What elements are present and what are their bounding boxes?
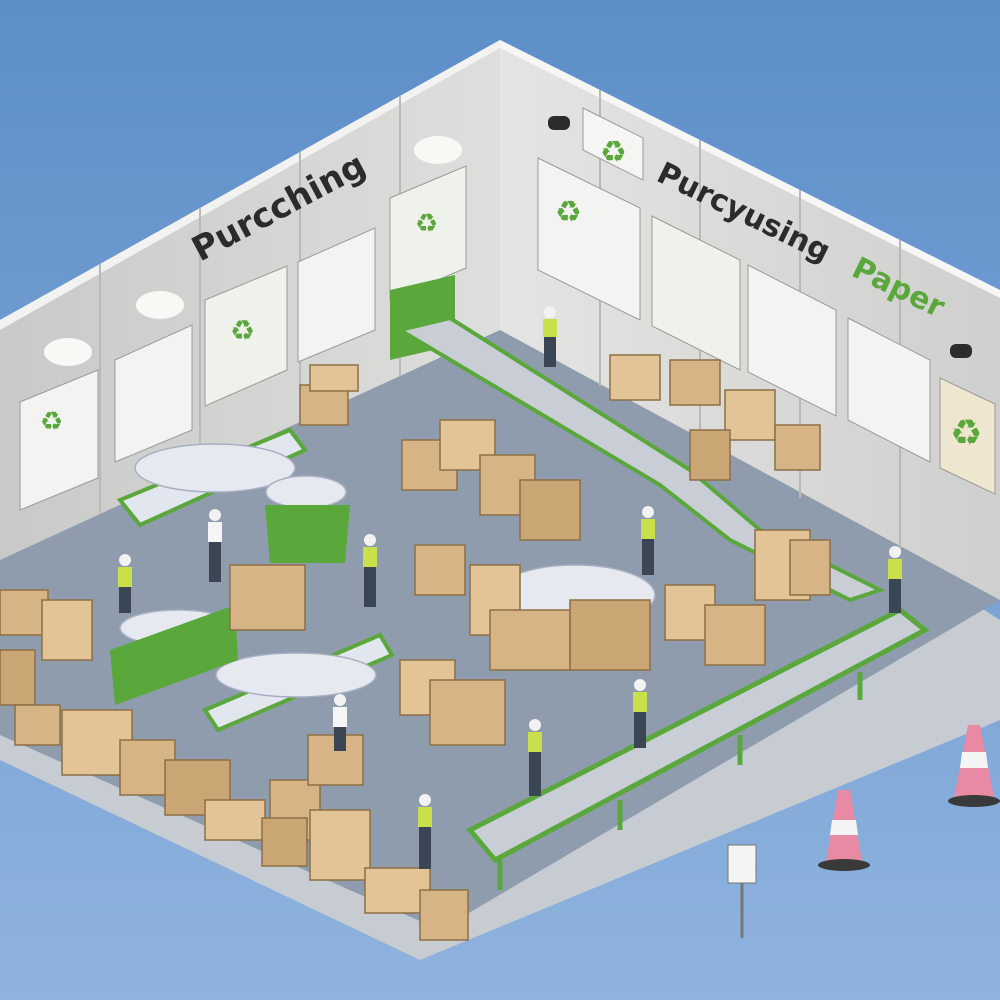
recycle-icon: ♻ <box>415 209 438 239</box>
right-wall-posters: ♻ ♻ ♻ <box>537 107 996 495</box>
right-wall-top <box>500 40 1000 298</box>
traffic-cone-icon <box>818 725 1000 871</box>
recycle-icon: ♻ <box>600 135 627 170</box>
floor-sign <box>727 844 757 938</box>
green-recycling-bins <box>110 505 350 705</box>
recycle-icon: ♻ <box>40 407 63 437</box>
recycle-icon: ♻ <box>950 413 982 454</box>
ceiling-lamp-icon <box>44 116 972 366</box>
recycle-icon: ♻ <box>555 195 582 230</box>
recycle-icon: ♻ <box>230 314 255 347</box>
cardboard-boxes <box>0 354 831 941</box>
left-wall-posters: ♻ ♻ ♻ <box>19 165 467 511</box>
left-wall-top <box>0 40 500 330</box>
worker-icon <box>118 306 902 869</box>
